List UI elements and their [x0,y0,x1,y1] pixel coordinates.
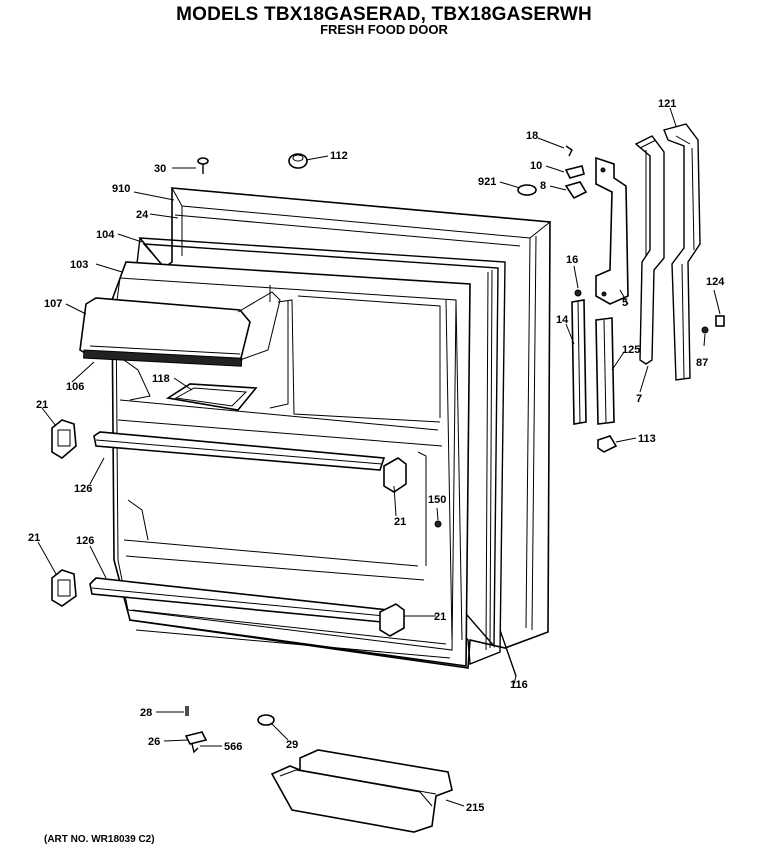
callout-26: 26 [148,736,160,748]
door-handle-7 [634,135,665,365]
diagram-title: MODELS TBX18GASERAD, TBX18GASERWH [176,4,592,25]
callout-21: 21 [434,611,446,623]
callout-8: 8 [540,180,546,192]
callout-21: 21 [394,516,406,528]
handle-strip-14 [571,299,587,425]
callout-21: 21 [28,532,40,544]
callout-107: 107 [44,298,62,310]
callout-215: 215 [466,802,484,814]
callout-87: 87 [696,357,708,369]
callout-104: 104 [96,229,115,241]
cap-29 [257,714,275,726]
callout-29: 29 [286,739,298,751]
bushing-8 [564,181,588,200]
leader-lines [37,107,721,807]
plate-26 [184,731,208,745]
art-number: (ART NO. WR18039 C2) [44,834,155,845]
shim-10 [564,165,585,179]
screw-566 [191,743,199,754]
callout-116: 116 [510,679,528,691]
shelf-bar-upper [93,431,386,471]
callout-106: 106 [66,381,84,393]
dairy-compartment-door [79,291,281,367]
callout-10: 10 [530,160,542,172]
screw-30 [197,157,209,174]
callout-28: 28 [140,707,152,719]
callout-14: 14 [556,314,569,326]
spring-28 [185,706,189,716]
callout-125: 125 [622,344,640,356]
callout-21: 21 [36,399,48,411]
callout-126: 126 [76,535,94,547]
callout-566: 566 [224,741,242,753]
callout-103: 103 [70,259,88,271]
cap-921 [517,184,537,196]
cam-113 [597,435,618,453]
diagram-subtitle: FRESH FOOD DOOR [320,22,448,37]
plug-112 [288,153,308,169]
shelf-clip-left-upper [51,419,77,459]
callout-921: 921 [478,176,496,188]
screw-87 [701,326,709,334]
callout-121: 121 [658,98,676,110]
callout-18: 18 [526,130,538,142]
callout-24: 24 [136,209,149,221]
handle-strip-125 [595,317,615,425]
door-handle-121 [663,123,701,381]
callout-7: 7 [636,393,642,405]
callout-118: 118 [152,373,170,385]
callout-124: 124 [706,276,725,288]
screw-150 [434,520,442,528]
shelf-clip-right-lower [379,603,405,637]
stop-124 [715,315,725,327]
butter-tray [165,383,258,411]
shelf-clip-right-upper [383,457,407,493]
callout-126: 126 [74,483,92,495]
callout-112: 112 [330,150,348,162]
door-bin-215 [270,749,453,833]
callout-5: 5 [622,297,628,309]
callout-113: 113 [638,433,656,445]
hinge-bracket [595,156,629,305]
callout-16: 16 [566,254,578,266]
callout-910: 910 [112,183,130,195]
shelf-clip-left-lower [51,569,77,607]
callout-30: 30 [154,163,166,175]
gasket-strip-116 [499,629,517,677]
callout-150: 150 [428,494,446,506]
screw-16 [574,289,582,297]
callout-labels: 121 18 30 112 10 921 8 910 24 104 16 5 1… [28,98,725,814]
screw-18 [565,145,573,157]
